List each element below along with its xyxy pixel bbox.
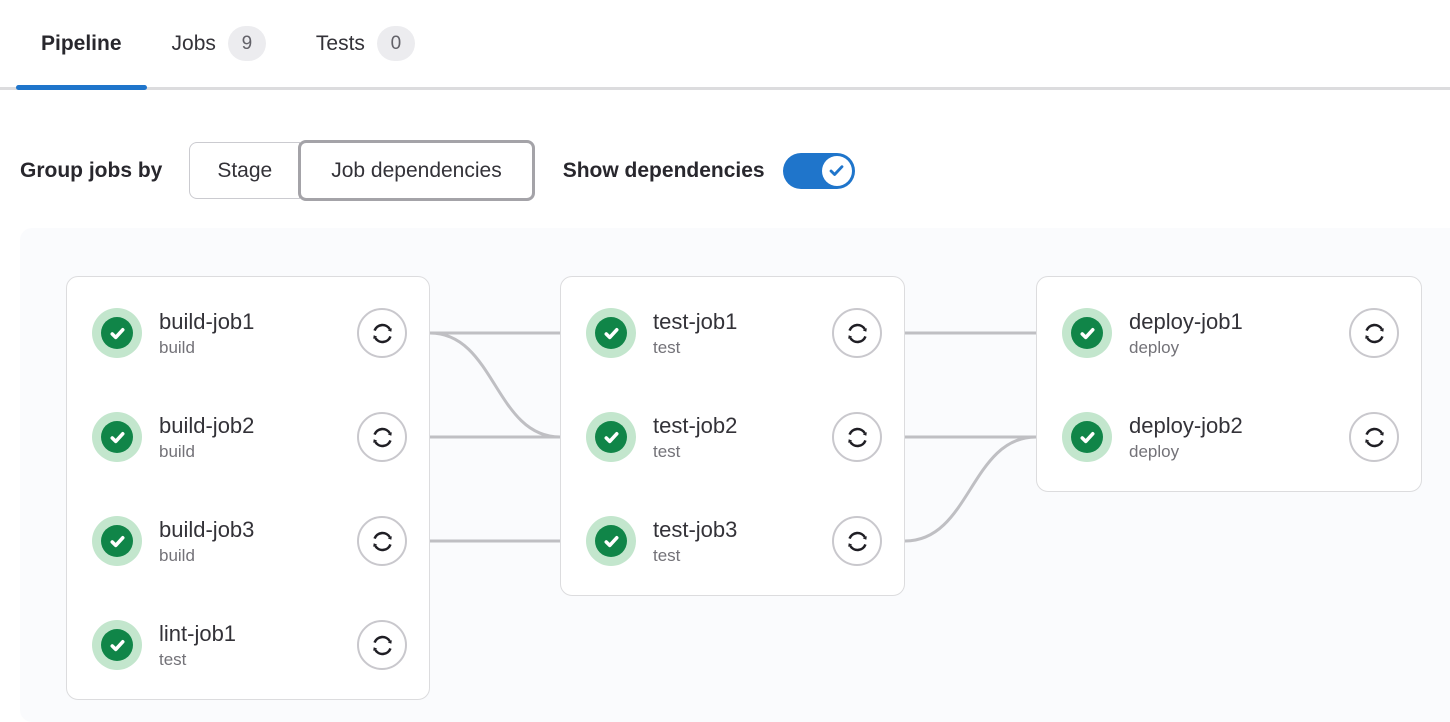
retry-job-button[interactable] <box>357 308 407 358</box>
tab-pipeline-label: Pipeline <box>41 31 122 55</box>
job-stage-label: deploy <box>1129 338 1180 357</box>
job-status-icon <box>586 308 636 358</box>
check-circle-icon <box>1071 421 1103 453</box>
retry-icon <box>1364 323 1384 343</box>
job-row: test-job3 test <box>561 489 904 593</box>
retry-job-button[interactable] <box>832 516 882 566</box>
job-status-icon <box>1062 308 1112 358</box>
check-circle-icon <box>101 317 133 349</box>
job-name-link[interactable]: build-job1 <box>159 309 255 334</box>
job-row: deploy-job1 deploy <box>1037 281 1421 385</box>
tab-jobs[interactable]: Jobs 9 <box>147 0 291 87</box>
job-name-link[interactable]: test-job2 <box>653 413 738 438</box>
tab-jobs-label: Jobs <box>171 31 216 55</box>
job-stage-label: test <box>653 546 681 565</box>
job-name-link[interactable]: test-job1 <box>653 309 738 334</box>
check-circle-icon <box>595 317 627 349</box>
group-jobs-segmented-control: Stage Job dependencies <box>189 140 535 201</box>
tab-tests[interactable]: Tests 0 <box>291 0 440 87</box>
retry-job-button[interactable] <box>357 412 407 462</box>
group-by-stage-button[interactable]: Stage <box>189 142 301 199</box>
job-group-card: deploy-job1 deploy deploy-job2 deploy <box>1036 276 1422 492</box>
job-status-icon <box>586 516 636 566</box>
job-name-link[interactable]: build-job3 <box>159 517 255 542</box>
job-row: build-job3 build <box>67 489 429 593</box>
retry-icon <box>847 323 867 343</box>
show-dependencies-label: Show dependencies <box>562 158 765 182</box>
job-group-card: build-job1 build build-job2 build <box>66 276 430 700</box>
retry-icon <box>372 323 392 343</box>
job-status-icon <box>92 620 142 670</box>
group-jobs-by-label: Group jobs by <box>20 158 163 182</box>
job-stage-label: build <box>159 546 195 565</box>
retry-job-button[interactable] <box>357 516 407 566</box>
retry-job-button[interactable] <box>832 412 882 462</box>
tab-pipeline[interactable]: Pipeline <box>16 0 147 90</box>
job-name-link[interactable]: test-job3 <box>653 517 738 542</box>
job-text: test-job1 test <box>653 307 832 359</box>
tests-count-badge: 0 <box>376 26 415 61</box>
show-dependencies-toggle[interactable] <box>782 152 855 189</box>
pipeline-graph: build-job1 build build-job2 build <box>20 228 1450 722</box>
retry-job-button[interactable] <box>1349 308 1399 358</box>
job-row: deploy-job2 deploy <box>1037 385 1421 489</box>
job-text: test-job3 test <box>653 515 832 567</box>
job-stage-label: test <box>159 650 187 669</box>
job-name-link[interactable]: build-job2 <box>159 413 255 438</box>
job-stage-label: build <box>159 442 195 461</box>
jobs-count-badge: 9 <box>227 26 266 61</box>
job-text: deploy-job1 deploy <box>1129 307 1349 359</box>
graph-controls: Group jobs by Stage Job dependencies Sho… <box>20 140 1450 201</box>
job-name-link[interactable]: deploy-job1 <box>1129 309 1243 334</box>
job-text: build-job2 build <box>159 411 357 463</box>
retry-icon <box>847 531 867 551</box>
job-text: lint-job1 test <box>159 619 357 671</box>
job-stage-label: test <box>653 442 681 461</box>
job-group-card: test-job1 test test-job2 test <box>560 276 905 596</box>
job-text: build-job3 build <box>159 515 357 567</box>
job-name-link[interactable]: deploy-job2 <box>1129 413 1243 438</box>
check-circle-icon <box>595 421 627 453</box>
retry-icon <box>1364 427 1384 447</box>
check-circle-icon <box>1071 317 1103 349</box>
job-status-icon <box>586 412 636 462</box>
job-text: build-job1 build <box>159 307 357 359</box>
job-name-link[interactable]: lint-job1 <box>159 621 237 646</box>
job-row: build-job2 build <box>67 385 429 489</box>
retry-icon <box>372 427 392 447</box>
check-circle-icon <box>101 629 133 661</box>
job-status-icon <box>92 516 142 566</box>
job-row: test-job1 test <box>561 281 904 385</box>
job-row: lint-job1 test <box>67 593 429 697</box>
retry-icon <box>847 427 867 447</box>
tab-tests-label: Tests <box>315 31 365 55</box>
job-text: test-job2 test <box>653 411 832 463</box>
job-status-icon <box>92 412 142 462</box>
retry-job-button[interactable] <box>832 308 882 358</box>
job-row: test-job2 test <box>561 385 904 489</box>
check-icon <box>829 165 844 176</box>
job-stage-label: deploy <box>1129 442 1180 461</box>
check-circle-icon <box>595 525 627 557</box>
check-circle-icon <box>101 421 133 453</box>
retry-job-button[interactable] <box>357 620 407 670</box>
retry-icon <box>372 635 392 655</box>
retry-icon <box>372 531 392 551</box>
retry-job-button[interactable] <box>1349 412 1399 462</box>
job-status-icon <box>1062 412 1112 462</box>
job-stage-label: test <box>653 338 681 357</box>
toggle-knob <box>821 155 852 186</box>
job-text: deploy-job2 deploy <box>1129 411 1349 463</box>
job-stage-label: build <box>159 338 195 357</box>
check-circle-icon <box>101 525 133 557</box>
pipeline-tab-bar: Pipeline Jobs 9 Tests 0 <box>0 0 1450 90</box>
job-status-icon <box>92 308 142 358</box>
group-by-job-dependencies-button[interactable]: Job dependencies <box>298 140 535 201</box>
job-row: build-job1 build <box>67 281 429 385</box>
